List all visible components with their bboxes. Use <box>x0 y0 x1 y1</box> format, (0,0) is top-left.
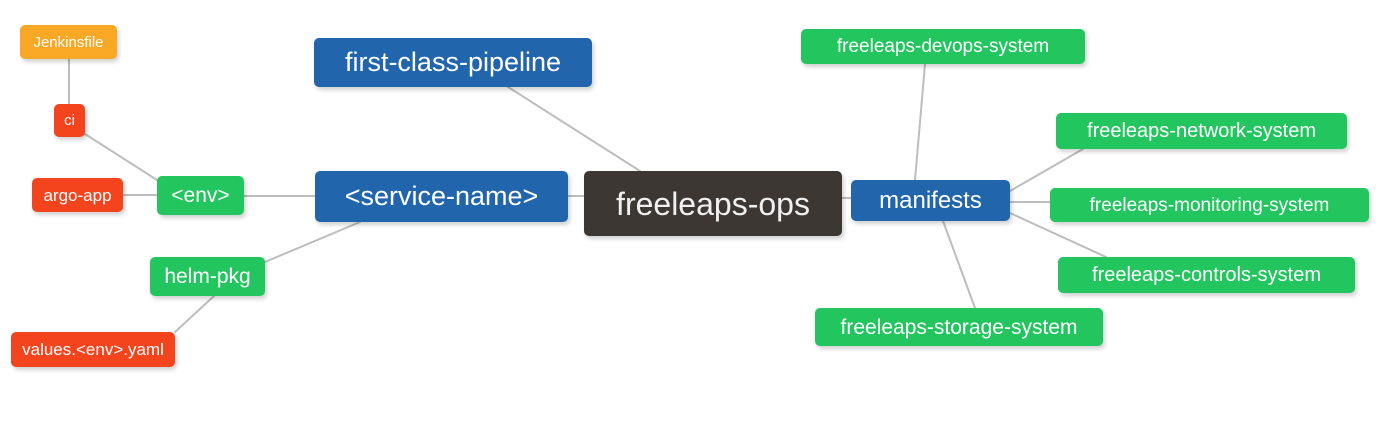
node-label-first-class-pipeline: first-class-pipeline <box>344 47 562 77</box>
node-label-ci: ci <box>64 112 75 129</box>
edge-ci-to-env <box>84 133 158 181</box>
node-label-manifests: manifests <box>879 186 982 214</box>
node-helm-pkg[interactable]: helm-pkg <box>150 257 265 296</box>
edge-first-class-pipeline-to-freeleaps-ops <box>507 86 641 172</box>
node-ci[interactable]: ci <box>54 104 85 137</box>
node-label-jenkinsfile: Jenkinsfile <box>33 33 104 51</box>
node-freeleaps-monitoring-system[interactable]: freeleaps-monitoring-system <box>1050 188 1369 222</box>
node-env[interactable]: <env> <box>157 176 244 215</box>
node-freeleaps-devops-system[interactable]: freeleaps-devops-system <box>801 29 1085 64</box>
edge-manifests-to-freeleaps-network-system <box>1009 148 1084 192</box>
edge-manifests-to-freeleaps-storage-system <box>942 220 976 309</box>
node-label-values-yaml: values.<env>.yaml <box>22 340 164 359</box>
node-service-name[interactable]: <service-name> <box>315 171 568 222</box>
node-label-env: <env> <box>171 184 230 207</box>
node-label-freeleaps-network-system: freeleaps-network-system <box>1087 120 1316 142</box>
node-label-freeleaps-ops: freeleaps-ops <box>616 185 810 222</box>
node-label-freeleaps-storage-system: freeleaps-storage-system <box>840 315 1078 339</box>
node-manifests[interactable]: manifests <box>851 180 1010 221</box>
node-label-freeleaps-devops-system: freeleaps-devops-system <box>836 36 1050 57</box>
node-label-argo-app: argo-app <box>43 185 112 205</box>
node-argo-app[interactable]: argo-app <box>32 178 123 212</box>
node-label-service-name: <service-name> <box>344 181 539 211</box>
node-label-freeleaps-controls-system: freeleaps-controls-system <box>1092 264 1321 286</box>
edge-helm-pkg-to-service-name <box>264 221 361 263</box>
edge-manifests-to-freeleaps-devops-system <box>914 63 926 181</box>
node-first-class-pipeline[interactable]: first-class-pipeline <box>314 38 592 87</box>
node-jenkinsfile[interactable]: Jenkinsfile <box>20 25 117 59</box>
edge-values-yaml-to-helm-pkg <box>174 295 215 333</box>
node-label-freeleaps-monitoring-system: freeleaps-monitoring-system <box>1089 194 1330 216</box>
node-freeleaps-ops[interactable]: freeleaps-ops <box>584 171 842 236</box>
node-freeleaps-controls-system[interactable]: freeleaps-controls-system <box>1058 257 1355 293</box>
node-freeleaps-network-system[interactable]: freeleaps-network-system <box>1056 113 1347 149</box>
node-freeleaps-storage-system[interactable]: freeleaps-storage-system <box>815 308 1103 346</box>
node-values-yaml[interactable]: values.<env>.yaml <box>11 332 175 367</box>
node-label-helm-pkg: helm-pkg <box>164 265 251 288</box>
